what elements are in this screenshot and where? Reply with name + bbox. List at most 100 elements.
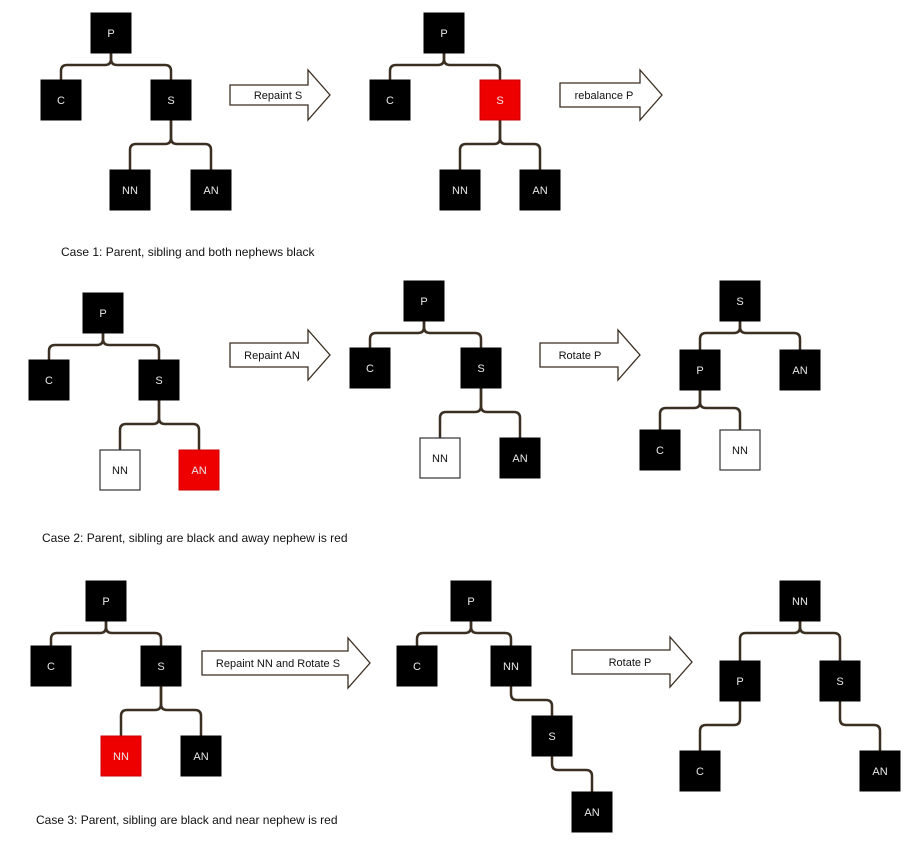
node-label: NN — [452, 185, 468, 197]
case2-arrow-repaint-an: Repaint AN — [229, 328, 331, 382]
node-label: C — [366, 363, 374, 375]
node-box — [531, 715, 573, 757]
case2-tree1-node-c: C — [28, 359, 70, 401]
case2-tree2-node-p: P — [403, 280, 445, 322]
node-box — [571, 791, 613, 833]
arrow-label: Repaint AN — [244, 350, 300, 362]
case2: P C S NN AN Repaint AN — [28, 280, 821, 545]
case1-arrow-repaint-s: Repaint S — [229, 68, 331, 122]
case1-tree1-node-an: AN — [190, 169, 232, 211]
node-box — [138, 359, 180, 401]
node-label: S — [155, 375, 162, 387]
case3-tree1-edges — [49, 621, 203, 736]
case2-arrow-rotate-p: Rotate P — [539, 328, 641, 382]
edge-p-nn — [469, 621, 513, 646]
case3-tree2-node-an: AN — [571, 791, 613, 833]
node-box — [99, 449, 141, 491]
node-box — [423, 12, 465, 54]
node-label: P — [102, 596, 109, 608]
case2-tree3-node-c: C — [639, 429, 681, 471]
arrow-label: Rotate P — [559, 350, 602, 362]
edge-s-p — [698, 321, 742, 350]
case1-tree2-edges — [388, 53, 542, 170]
node-label: AN — [191, 465, 206, 477]
case3-tree3-node-nn: NN — [779, 580, 821, 622]
node-box — [419, 437, 461, 479]
node-label: C — [57, 95, 65, 107]
arrow-shape — [539, 328, 641, 382]
case1-tree1-edges — [59, 53, 213, 170]
case2-tree1-edges — [47, 333, 201, 450]
edge-p-c — [388, 53, 446, 80]
node-label: S — [157, 661, 164, 673]
node-box — [719, 660, 761, 702]
node-box — [40, 79, 82, 121]
node-label: AN — [792, 365, 807, 377]
case2-tree1-node-s: S — [138, 359, 180, 401]
node-label: P — [440, 28, 447, 40]
arrow-shape — [559, 68, 663, 122]
node-box — [819, 660, 861, 702]
case3-tree1-node-nn: NN — [100, 735, 142, 777]
node-label: NN — [113, 751, 129, 763]
node-box — [396, 645, 438, 687]
case1-tree1-node-c: C — [40, 79, 82, 121]
arrow-shape — [201, 636, 371, 690]
node-label: P — [736, 676, 743, 688]
node-box — [180, 735, 222, 777]
edge-p-c — [698, 701, 742, 751]
node-label: AN — [584, 807, 599, 819]
node-box — [28, 359, 70, 401]
edge-p-s — [104, 621, 163, 646]
edge-p-s — [109, 53, 173, 80]
edge-nn-s — [509, 686, 554, 716]
node-box — [82, 292, 124, 334]
case2-tree1-node-nn: NN — [99, 449, 141, 491]
case1-tree2-node-nn: NN — [439, 169, 481, 211]
edge-s-nn — [118, 400, 161, 450]
case1-arrow-rebalance-p: rebalance P — [559, 68, 663, 122]
node-label: S — [477, 363, 484, 375]
case3-tree2-edges — [415, 621, 594, 792]
edge-p-s — [101, 333, 161, 360]
case2-tree2-node-s: S — [460, 347, 502, 389]
case3-tree3-node-c: C — [679, 750, 721, 792]
case2-tree2-node-nn: NN — [419, 437, 461, 479]
case3-tree1-node-an: AN — [180, 735, 222, 777]
node-box — [639, 429, 681, 471]
node-box — [719, 429, 761, 471]
edge-p-c — [415, 621, 473, 646]
edge-s-an — [479, 388, 522, 438]
node-box — [450, 580, 492, 622]
edge-p-s — [422, 321, 483, 348]
node-label: AN — [203, 185, 218, 197]
case1-tree1-node-p: P — [90, 12, 132, 54]
case3-tree2-node-nn: NN — [490, 645, 532, 687]
node-box — [719, 280, 761, 322]
case1-tree2-node-s: S — [479, 79, 521, 121]
case1-tree1-node-nn: NN — [109, 169, 151, 211]
node-box — [349, 347, 391, 389]
node-label: C — [696, 766, 704, 778]
arrow-label: Repaint S — [254, 90, 302, 102]
node-box — [519, 169, 561, 211]
edge-s-an — [498, 120, 542, 170]
edge-nn-s — [798, 621, 842, 661]
node-label: AN — [193, 751, 208, 763]
case2-tree3-node-s: S — [719, 280, 761, 322]
arrow-shape — [229, 68, 331, 122]
node-box — [779, 349, 821, 391]
case2-tree3-edges — [658, 321, 802, 430]
node-box — [479, 79, 521, 121]
node-box — [859, 750, 901, 792]
node-label: C — [47, 661, 55, 673]
node-box — [779, 580, 821, 622]
node-label: C — [656, 445, 664, 457]
node-label: P — [467, 596, 474, 608]
arrow-shape — [571, 635, 693, 689]
edge-p-c — [658, 390, 702, 430]
case2-tree1-node-p: P — [82, 292, 124, 334]
node-box — [490, 645, 532, 687]
edge-s-nn — [128, 120, 173, 170]
